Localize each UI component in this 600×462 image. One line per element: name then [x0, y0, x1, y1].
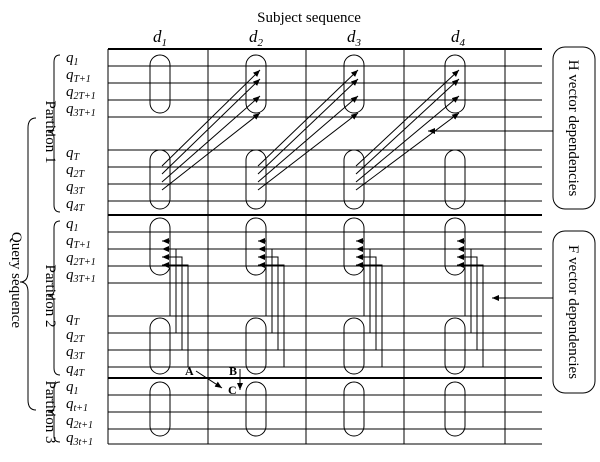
h-callout-box	[552, 46, 596, 210]
f-dependency-arrow	[258, 254, 279, 351]
row-label: q4T	[66, 361, 86, 379]
row-label: q3T	[66, 344, 86, 362]
block-oval	[343, 54, 365, 114]
f-dependency-arrows	[162, 238, 484, 368]
row-label: q2T	[66, 327, 86, 345]
block-oval	[343, 149, 365, 210]
block-oval	[149, 381, 171, 437]
block-oval	[343, 317, 365, 375]
h-dependency-arrow	[355, 95, 460, 183]
block-oval	[444, 149, 466, 210]
f-dependency-arrow	[258, 238, 267, 317]
h-dependency-arrow	[161, 78, 261, 175]
h-dependency-arrow	[257, 112, 359, 191]
column-header-d2: d2	[249, 27, 264, 49]
h-dependency-arrow	[161, 69, 261, 167]
f-dependency-arrow	[162, 262, 189, 368]
h-dependency-arrow	[355, 69, 460, 167]
partition-1-label: Partition 1	[42, 101, 58, 164]
row-label: qT+1	[66, 233, 91, 251]
block-oval	[343, 381, 365, 437]
row-label: q3T+1	[66, 267, 96, 285]
f-dependency-arrow	[162, 246, 177, 334]
query-sequence-label: Query sequence	[8, 232, 24, 329]
f-dependency-arrow	[258, 262, 285, 368]
block-oval	[444, 317, 466, 375]
row-label: q3T	[66, 179, 86, 197]
h-dependency-arrow	[161, 95, 261, 183]
row-label: q3t+1	[66, 430, 93, 448]
partition-brackets	[19, 54, 61, 443]
row-label: q2T+1	[66, 84, 96, 102]
h-dependency-arrow	[355, 78, 460, 175]
cell-label-c: C	[228, 383, 237, 397]
h-dependency-arrow	[257, 78, 359, 175]
block-oval	[245, 317, 267, 375]
f-dependency-arrow	[457, 246, 472, 334]
a-to-c-arrow	[195, 370, 223, 389]
row-label: q1	[66, 216, 79, 234]
cell-label-a: A	[185, 364, 194, 378]
f-dependency-arrow	[356, 262, 383, 368]
block-oval	[444, 381, 466, 437]
h-dependency-arrow	[355, 112, 460, 191]
block-oval	[149, 54, 171, 114]
f-dependency-arrow	[457, 262, 484, 368]
row-label: q2t+1	[66, 413, 93, 431]
f-dependency-arrow	[356, 254, 377, 351]
row-label: q3T+1	[66, 101, 96, 119]
row-label: q4T	[66, 196, 86, 214]
column-header-d1: d1	[153, 27, 167, 49]
row-label: qT	[66, 310, 81, 328]
f-dependency-arrow	[162, 254, 183, 351]
block-oval	[444, 54, 466, 114]
row-label: qT	[66, 145, 81, 163]
block-oval	[245, 54, 267, 114]
diagram-title: Subject sequence	[257, 10, 361, 26]
row-lines	[108, 65, 542, 430]
f-dependency-arrow	[457, 254, 478, 351]
h-callout-label: H vector dependencies	[565, 60, 581, 197]
f-dependency-arrow	[356, 238, 365, 317]
f-dependency-arrow	[258, 246, 273, 334]
partition-3-label: Partition 3	[42, 381, 58, 444]
row-label: q2T+1	[66, 250, 96, 268]
f-dependency-arrow	[457, 238, 466, 317]
row-label: qt+1	[66, 396, 88, 414]
column-header-d3: d3	[347, 27, 362, 49]
h-dependency-arrow	[257, 95, 359, 183]
partition-2-label: Partition 2	[42, 265, 58, 328]
column-header-d4: d4	[451, 27, 466, 49]
cell-label-b: B	[229, 364, 237, 378]
h-dependency-arrow	[161, 112, 261, 191]
row-label: q2T	[66, 162, 86, 180]
block-oval	[149, 317, 171, 375]
row-labels: q1 qT+1 q2T+1 q3T+1 qT q2T q3T q4T q1 qT…	[66, 50, 96, 448]
block-oval	[245, 149, 267, 210]
row-label: q1	[66, 379, 79, 397]
grid-frame	[107, 48, 542, 445]
block-oval	[245, 381, 267, 437]
block-oval	[149, 149, 171, 210]
f-callout-box	[552, 230, 596, 394]
f-callout-label: F vector dependencies	[565, 245, 581, 379]
f-dependency-arrow	[356, 246, 371, 334]
h-dependency-arrow	[257, 69, 359, 167]
f-dependency-arrow	[162, 238, 171, 317]
row-label: q1	[66, 50, 79, 68]
h-dependency-arrows	[161, 69, 460, 191]
row-label: qT+1	[66, 67, 91, 85]
